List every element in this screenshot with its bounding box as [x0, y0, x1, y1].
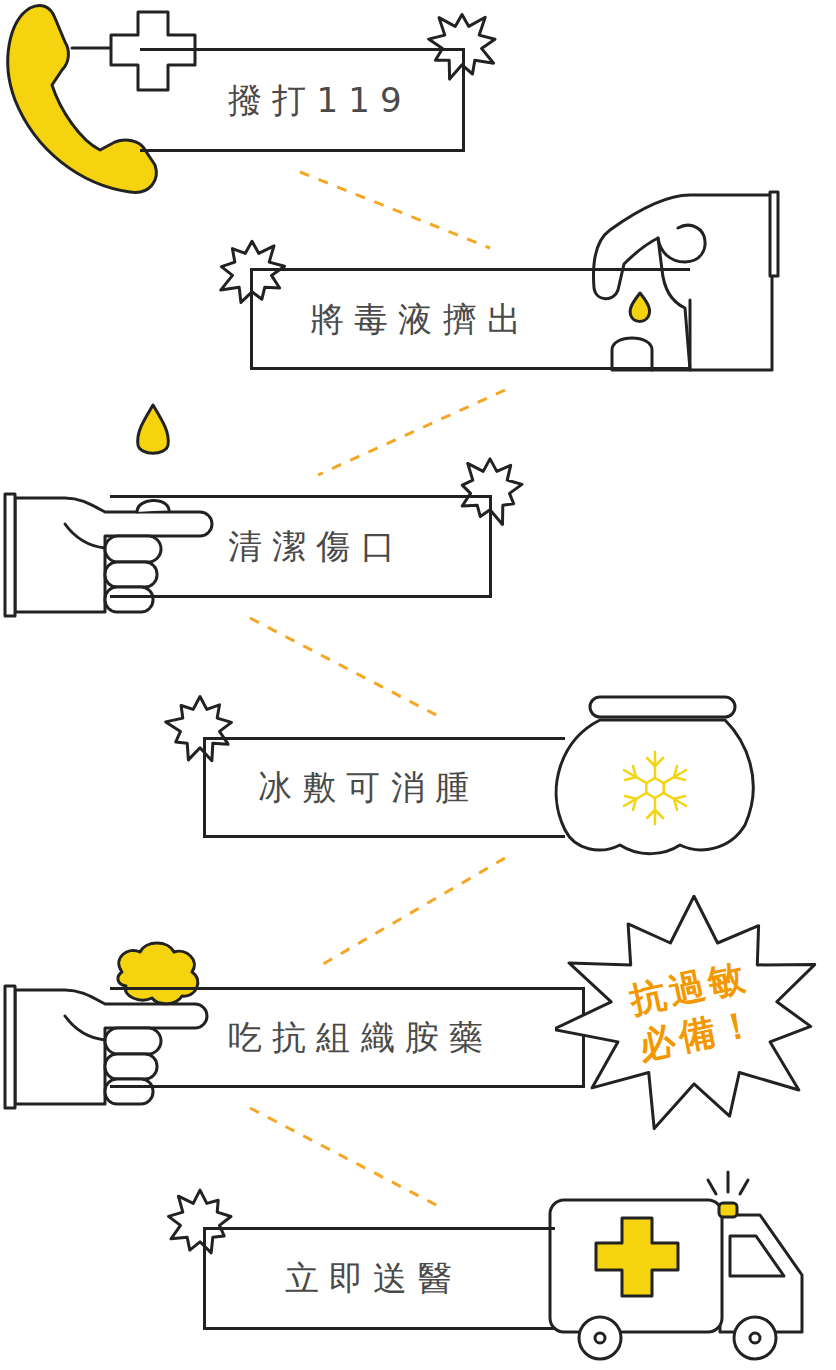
venom-drop: [630, 293, 649, 321]
step-label: 冰敷可消腫: [258, 767, 479, 808]
ice-bag: [556, 720, 753, 854]
starburst: [429, 15, 495, 80]
starburst: [169, 1190, 232, 1253]
dashed-connector: [250, 1108, 440, 1207]
pinched-skin: [612, 338, 652, 370]
pinching-hand: [594, 192, 778, 370]
ice-bag-cap: [590, 697, 735, 717]
starburst: [166, 697, 232, 761]
ambulance: [550, 1172, 802, 1359]
dashed-connector: [318, 858, 505, 967]
pinched-skin-edge: [652, 300, 690, 370]
starburst: [462, 459, 522, 525]
step-label: 撥打119: [228, 80, 412, 121]
step-box: 吃抗組織胺藥: [110, 987, 585, 1088]
step-box: 冰敷可消腫: [203, 737, 565, 838]
step-box: 撥打119: [140, 48, 465, 152]
step-box: 清潔傷口: [110, 495, 492, 598]
water-drop: [138, 405, 169, 453]
callout-shape: [555, 896, 815, 1128]
dashed-connector: [250, 618, 440, 717]
step-label: 清潔傷口: [228, 526, 405, 567]
cross-icon: [111, 12, 195, 90]
pill-blob: [118, 943, 198, 1004]
step-label: 將毒液擠出: [310, 299, 531, 340]
hand-with-pill: [5, 986, 207, 1108]
starburst-callout: 抗過敏 必備！: [555, 892, 833, 1132]
step-label: 吃抗組織胺藥: [228, 1017, 493, 1058]
snowflake: [620, 752, 690, 824]
step-box: 將毒液擠出: [250, 268, 690, 370]
step-box: 立即送醫: [203, 1227, 555, 1330]
dashed-connector: [300, 172, 490, 248]
dashed-connector: [318, 390, 505, 475]
step-label: 立即送醫: [285, 1258, 462, 1299]
